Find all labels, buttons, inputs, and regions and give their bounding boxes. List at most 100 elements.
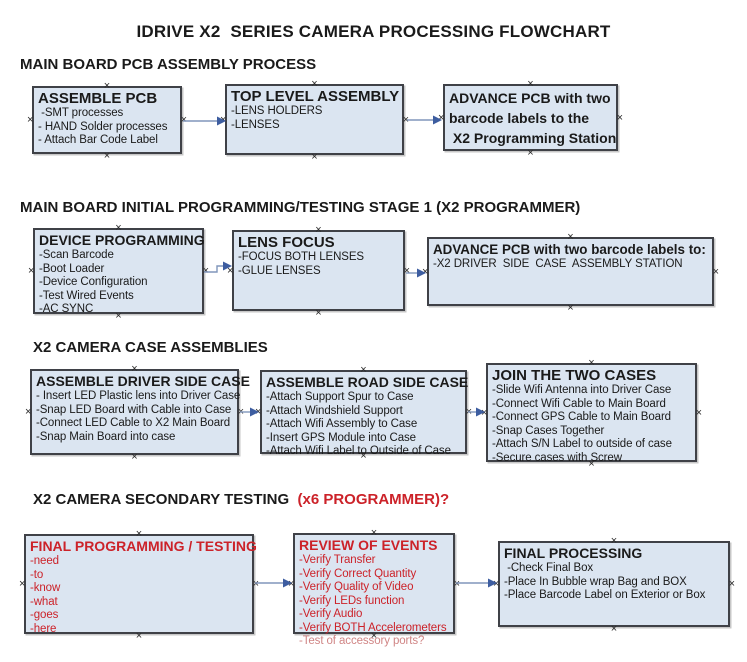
box-join-the-two-cases[interactable]: × × × × JOIN THE TWO CASES -Slide Wifi A…	[481, 358, 702, 470]
box-header: FINAL PROCESSING	[504, 545, 643, 561]
connection-handle-icon[interactable]: ×	[438, 111, 445, 124]
connection-handle-icon[interactable]: ×	[288, 577, 295, 590]
connection-handle-icon[interactable]: ×	[567, 231, 574, 243]
connection-handle-icon[interactable]: ×	[28, 265, 35, 277]
box-item: -Scan Barcode	[39, 249, 114, 261]
box-item: -Verify Audio	[299, 608, 363, 620]
connection-handle-icon[interactable]: ×	[135, 528, 143, 540]
box-header: ASSEMBLE PCB	[38, 90, 158, 107]
connection-handle-icon[interactable]: ×	[103, 150, 111, 162]
box-item: -AC SYNC	[39, 303, 94, 315]
connector-arrow[interactable]	[240, 404, 261, 420]
connection-handle-icon[interactable]: ×	[311, 151, 318, 163]
box-item: -need	[30, 555, 59, 567]
box-final-programming-testing[interactable]: × × × × FINAL PROGRAMMING / TESTING -nee…	[19, 529, 259, 642]
connection-handle-icon[interactable]: ×	[422, 265, 429, 278]
connector-arrow[interactable]	[456, 575, 499, 591]
section-heading-pcb-assembly: MAIN BOARD PCB ASSEMBLY PROCESS	[20, 56, 317, 73]
connector-arrow[interactable]	[255, 575, 294, 591]
connection-handle-icon[interactable]: ×	[103, 80, 111, 92]
connector-arrow[interactable]	[182, 113, 228, 129]
connection-handle-icon[interactable]: ×	[131, 363, 138, 375]
box-assemble-driver-side-case[interactable]: × × × × ASSEMBLE DRIVER SIDE CASE - Inse…	[25, 364, 250, 463]
connection-handle-icon[interactable]: ×	[311, 78, 318, 90]
connection-handle-icon[interactable]: ×	[493, 578, 500, 590]
box-item: -Attach S/N Label to outside of case	[492, 438, 672, 450]
box-item: -Verify LEDs function	[299, 594, 405, 607]
connection-handle-icon[interactable]: ×	[131, 451, 138, 463]
box-item: -Check Final Box	[504, 562, 594, 574]
connection-handle-icon[interactable]: ×	[402, 113, 409, 126]
connector-arrow[interactable]	[204, 258, 234, 280]
box-header: FINAL PROGRAMMING / TESTING	[30, 538, 257, 554]
box-header: REVIEW OF EVENTS	[299, 537, 438, 553]
connection-handle-icon[interactable]: ×	[25, 406, 32, 418]
connection-handle-icon[interactable]: ×	[360, 450, 367, 462]
box-assemble-road-side-case[interactable]: × × × × ASSEMBLE ROAD SIDE CASE -Attach …	[255, 365, 472, 462]
connection-handle-icon[interactable]: ×	[588, 357, 595, 369]
connection-handle-icon[interactable]: ×	[27, 114, 34, 126]
connection-handle-icon[interactable]: ×	[115, 310, 122, 322]
box-item: -Snap Main Board into case	[36, 430, 176, 443]
box-item: -Verify BOTH Accelerometers	[299, 621, 447, 634]
box-top-level-assembly[interactable]: × × × × TOP LEVEL ASSEMBLY -LENS HOLDERS…	[220, 79, 409, 163]
connection-handle-icon[interactable]: ×	[252, 578, 259, 590]
connection-handle-icon[interactable]: ×	[360, 364, 367, 376]
connection-handle-icon[interactable]: ×	[370, 630, 378, 642]
connection-handle-icon[interactable]: ×	[202, 265, 209, 277]
box-item: - Insert LED Plastic lens into Driver Ca…	[36, 390, 241, 402]
connection-handle-icon[interactable]: ×	[481, 406, 488, 419]
connector-arrow[interactable]	[468, 404, 487, 420]
connection-handle-icon[interactable]: ×	[227, 264, 234, 277]
box-header: ADVANCE PCB with two barcode labels to:	[433, 242, 706, 257]
connection-handle-icon[interactable]: ×	[610, 535, 618, 547]
box-item: -what	[30, 595, 58, 608]
connection-handle-icon[interactable]: ×	[527, 78, 534, 90]
connection-handle-icon[interactable]: ×	[695, 406, 702, 419]
connection-handle-icon[interactable]: ×	[616, 111, 623, 124]
connection-handle-icon[interactable]: ×	[220, 113, 227, 126]
box-item: - Attach Bar Code Label	[38, 134, 158, 146]
box-advance-pcb-case-assembly[interactable]: × × × × ADVANCE PCB with two barcode lab…	[422, 232, 719, 314]
connector-arrow[interactable]	[406, 265, 428, 281]
connection-handle-icon[interactable]: ×	[728, 578, 735, 590]
connection-handle-icon[interactable]: ×	[135, 630, 143, 642]
page-title: IDRIVE X2 SERIES CAMERA PROCESSING FLOWC…	[136, 22, 611, 41]
connection-handle-icon[interactable]: ×	[712, 265, 719, 278]
connection-handle-icon[interactable]: ×	[527, 147, 534, 159]
box-item: -FOCUS BOTH LENSES	[238, 251, 364, 263]
box-review-of-events[interactable]: × × × × REVIEW OF EVENTS -Verify Transfe…	[288, 528, 460, 648]
connection-handle-icon[interactable]: ×	[315, 307, 322, 319]
box-device-programming[interactable]: × × × × DEVICE PROGRAMMING -Scan Barcode…	[28, 223, 209, 322]
connection-handle-icon[interactable]: ×	[403, 264, 410, 277]
connector-arrow[interactable]	[406, 112, 444, 128]
section-heading-programmer-note: (x6 PROGRAMMER)?	[293, 491, 450, 508]
box-item: - HAND Solder processes	[38, 120, 168, 133]
box-item: -Secure cases with Screw	[492, 451, 622, 464]
box-item: -Snap LED Board with Cable into Case	[36, 403, 232, 416]
box-item: -Verify Quality of Video	[299, 581, 414, 593]
connection-handle-icon[interactable]: ×	[315, 224, 322, 236]
connection-handle-icon[interactable]: ×	[180, 114, 187, 126]
box-header: DEVICE PROGRAMMING	[39, 232, 205, 248]
box-header: ASSEMBLE ROAD SIDE CASE	[266, 374, 469, 390]
box-final-processing[interactable]: × × × × FINAL PROCESSING -Check Final Bo…	[493, 536, 735, 635]
box-item: -GLUE LENSES	[238, 264, 321, 277]
box-lens-focus[interactable]: × × × × LENS FOCUS -FOCUS BOTH LENSES -G…	[227, 225, 410, 319]
box-header: LENS FOCUS	[238, 234, 335, 251]
box-assemble-pcb[interactable]: × × × × ASSEMBLE PCB -SMT processes - HA…	[27, 81, 187, 162]
connection-handle-icon[interactable]: ×	[370, 527, 378, 539]
connection-handle-icon[interactable]: ×	[610, 623, 618, 635]
connection-handle-icon[interactable]: ×	[567, 302, 574, 314]
box-item: -X2 DRIVER SIDE CASE ASSEMBLY STATION	[433, 258, 683, 270]
box-item: -Attach Windshield Support	[266, 404, 403, 417]
box-advance-pcb-programming-station[interactable]: × × × × ADVANCE PCB with two barcode lab…	[438, 79, 623, 159]
connection-handle-icon[interactable]: ×	[19, 578, 26, 590]
connection-handle-icon[interactable]: ×	[115, 222, 122, 234]
box-item: -LENS HOLDERS	[231, 105, 323, 117]
connection-handle-icon[interactable]: ×	[588, 458, 595, 470]
section-heading-secondary-testing: X2 CAMERA SECONDARY TESTING (x6 PROGRAMM…	[33, 491, 449, 508]
box-item: -Connect LED Cable to X2 Main Board	[36, 417, 231, 429]
box-item: -Boot Loader	[39, 262, 105, 275]
